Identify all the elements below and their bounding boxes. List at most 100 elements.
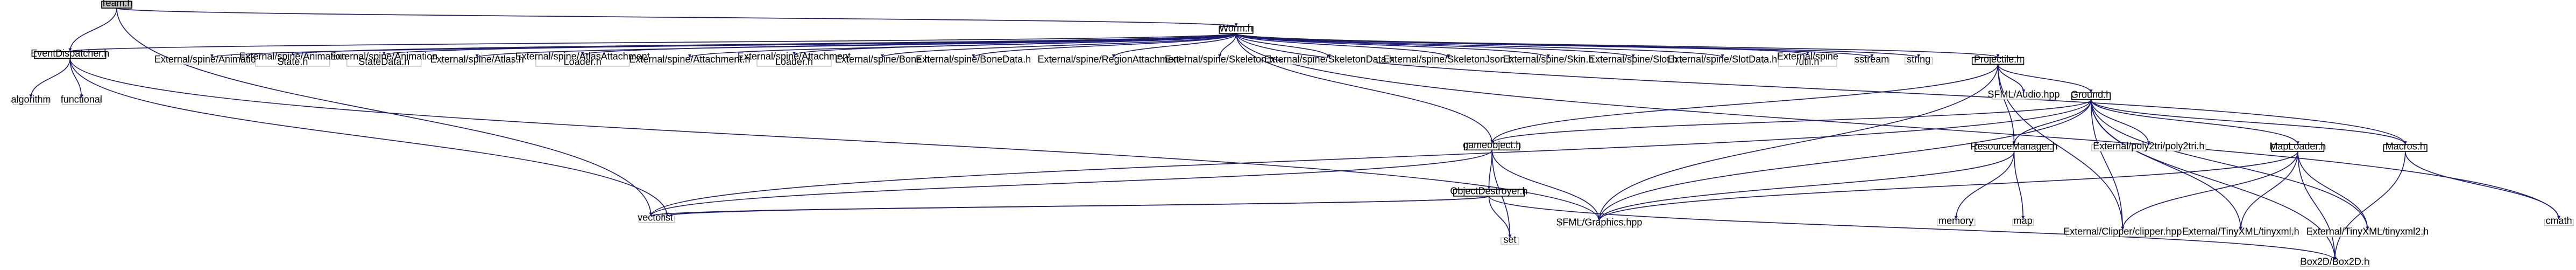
edge-maploader_h-to-box2d	[2297, 151, 2336, 260]
edge-projectile_h-to-sfml_audio	[1997, 64, 2025, 93]
node-box	[1778, 54, 1837, 67]
node-spine-skin: External/spine/Skin.h	[1503, 54, 1594, 65]
node-box	[62, 97, 101, 105]
edge-team_h-to-vector	[116, 8, 652, 216]
node-projectile-h[interactable]: Projectile.h	[1971, 54, 2025, 65]
node-box	[638, 216, 663, 223]
node-label: External/spine/Attachment.h	[629, 54, 750, 65]
node-spine-slot: External/spine/Slot.h	[1589, 54, 1678, 65]
node-box	[535, 54, 630, 67]
node-box	[2188, 230, 2294, 237]
node-gameobject-h[interactable]: gameobject.h	[1463, 140, 1521, 151]
edge-projectile_h-to-sfml_graphics	[1598, 64, 1999, 221]
edge-maploader_h-to-sfml_graphics	[1598, 151, 2298, 221]
arrowhead-projectile_h-to-sfml_audio	[2022, 89, 2026, 93]
node-eventdispatcher-h[interactable]: EventDispatcher.h	[31, 48, 109, 59]
edge-objectdestroyer_h-to-vector	[650, 196, 1490, 217]
node-maploader-h[interactable]: MapLoader.h	[2269, 141, 2326, 152]
node-label: Team.h	[101, 0, 133, 9]
edge-objectdestroyer_h-to-box2d	[1488, 196, 2336, 261]
node-resourcemanager-h[interactable]: ResourceManager.h	[1971, 141, 2058, 152]
node-clipper: External/Clipper/clipper.hpp	[2063, 226, 2182, 237]
node-spine-animation: External/spine/Animation.h	[154, 54, 270, 65]
arrowhead-worm_h-to-spine_bonedata	[972, 54, 975, 58]
edge-objectdestroyer_h-to-set	[1488, 196, 1511, 238]
edge-maploader_h-to-tinyxml_h	[2240, 151, 2298, 230]
edge-eventdispatcher_h-to-list	[69, 58, 668, 216]
edge-gameobject_h-to-vector	[650, 150, 1493, 217]
node-team-h[interactable]: Team.h	[101, 0, 133, 9]
node-label: External/spine/AtlasAttachment	[515, 51, 650, 61]
node-label: StateData.h	[358, 56, 409, 67]
edge-worm_h-to-spine_skeletonjson	[1235, 33, 1449, 58]
arrowhead-maploader_h-to-tinyxml_h	[2239, 226, 2242, 230]
arrowhead-projectile_h-to-ground_h	[2089, 89, 2093, 93]
edge-worm_h-to-spine_slot	[1235, 33, 1634, 58]
node-label: External/spine/BoneData.h	[916, 54, 1031, 65]
node-box	[2071, 92, 2111, 100]
node-macros-h[interactable]: Macros.h	[2383, 141, 2428, 152]
node-label: External/spine/SkeletonJson.h	[1383, 54, 1513, 65]
node-ground-h[interactable]: Ground.h	[2071, 89, 2111, 100]
node-label: string	[1907, 54, 1930, 65]
node-vector: vector	[638, 212, 664, 223]
node-label: External/Clipper/clipper.hpp	[2063, 226, 2182, 237]
node-label: sstream	[1855, 54, 1889, 65]
arrowhead-macros_h-to-box2d	[2333, 257, 2337, 260]
arrowhead-worm_h-to-spine_bone	[881, 54, 884, 58]
arrowhead-ground_h-to-macros_h	[2403, 141, 2407, 145]
node-box	[931, 57, 1015, 65]
node-label: State.h	[277, 56, 308, 67]
node-tinyxml-h: External/TinyXML/tinyxml.h	[2182, 226, 2299, 237]
node-set: set	[1501, 234, 1519, 245]
node-spine-regionattachment: External/spine/RegionAttachment.h	[1038, 54, 1190, 65]
node-label: External/poly2tri/poly2tri.h	[2093, 141, 2204, 151]
edge-ground_h-to-vector	[650, 99, 2092, 216]
node-label: External/TinyXML/tinyxml2.h	[2306, 226, 2429, 237]
node-box	[2544, 219, 2574, 226]
node-worm-h[interactable]: Worm.h	[1219, 23, 1254, 34]
node-spine-slotdata: External/spine/SlotData.h	[1668, 54, 1777, 65]
node-box	[101, 1, 132, 9]
edge-ground_h-to-sfml_graphics	[1598, 99, 2092, 221]
node-label: vector	[638, 212, 664, 223]
node-label: functional	[61, 94, 102, 105]
edge-ground_h-to-gameobject_h	[1491, 99, 2092, 144]
node-string: string	[1904, 54, 1933, 65]
edge-worm_h-to-macros_h	[1235, 33, 2406, 145]
edge-maploader_h-to-tinyxml_cpp	[2297, 151, 2368, 230]
arrowhead-worm_h-to-spine_util	[1806, 52, 1809, 56]
edge-resourcemanager_h-to-sfml_graphics	[1598, 151, 2015, 221]
node-box	[2383, 144, 2428, 152]
node-label: gameobject.h	[1463, 140, 1521, 150]
node-box	[1936, 219, 1976, 226]
arrowhead-worm_h-to-sstream	[1870, 54, 1874, 58]
node-label: map	[2014, 216, 2033, 226]
node-label: External/TinyXML/tinyxml.h	[2182, 226, 2299, 237]
arrowhead-worm_h-to-spine_slot	[1631, 54, 1635, 58]
arrowhead-worm_h-to-eventdispatcher_h	[68, 48, 72, 52]
node-box	[645, 57, 735, 65]
node-box	[1399, 57, 1497, 65]
edge-gameobject_h-to-objectdestroyer_h	[1488, 150, 1493, 190]
node-box	[1971, 57, 2025, 65]
node-box	[1975, 144, 2054, 152]
arrowhead-worm_h-to-spine_skeletondata	[1327, 54, 1331, 58]
node-spine-util: External/spine/util.h	[1777, 51, 1838, 67]
node-label: Loader.h	[564, 56, 601, 67]
arrowhead-ground_h-to-resourcemanager_h	[2012, 141, 2016, 145]
node-objectdestroyer-h[interactable]: ObjectDestroyer.h	[1450, 186, 1527, 197]
node-box	[2091, 144, 2206, 151]
node-cmath: cmath	[2544, 216, 2574, 226]
arrowhead-objectdestroyer_h-to-set	[1508, 234, 1512, 238]
node-spine-skeleton: External/spine/Skeleton.h	[1165, 54, 1275, 65]
node-box	[2012, 219, 2034, 226]
arrowhead-worm_h-to-spine_skeletonjson	[1447, 54, 1450, 58]
node-box	[1559, 220, 1640, 227]
edge-projectile_h-to-resourcemanager_h	[1997, 64, 2015, 145]
edge-worm_h-to-spine_slotdata	[1235, 33, 1723, 58]
